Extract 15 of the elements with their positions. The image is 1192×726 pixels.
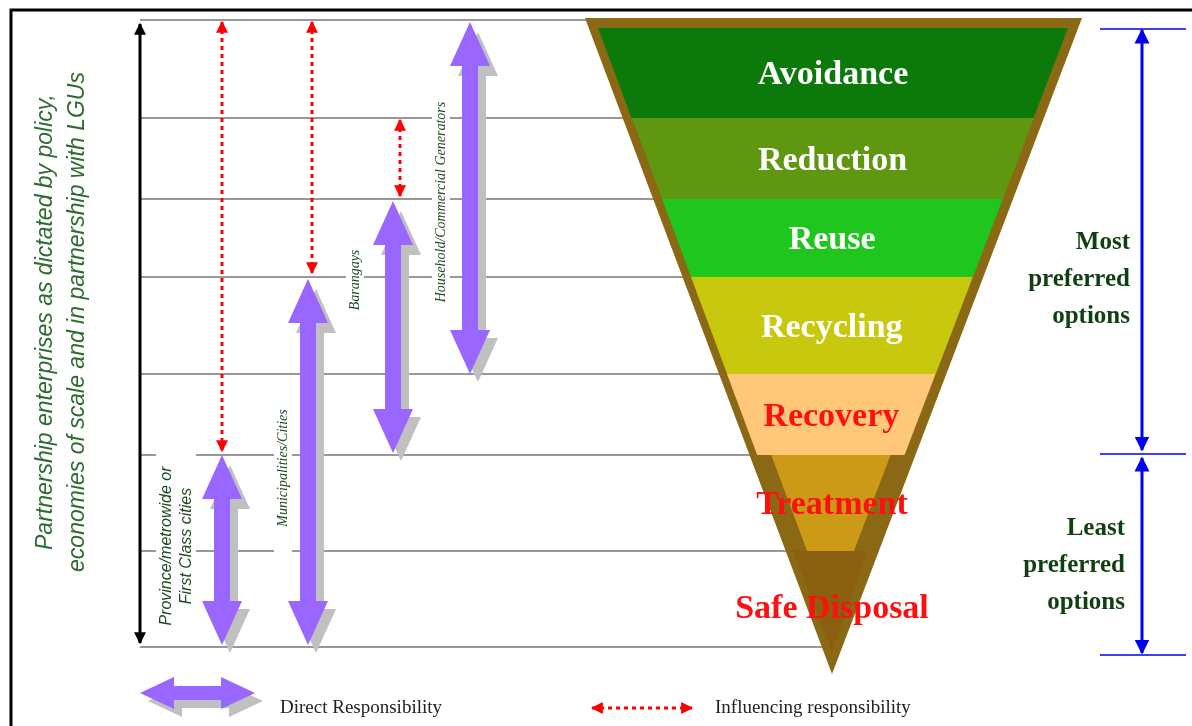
pyramid-band [631,118,1034,199]
band-label: Reduction [756,138,909,179]
pyramid-band [598,28,1068,118]
legend-label: Direct Responsibility [280,696,442,718]
legend-label: Influencing responsibility [715,696,911,718]
band-label: Recovery [762,394,901,435]
pyramid-band [727,374,936,455]
pyramid-band [690,277,973,374]
preference-label: Least preferred options [1022,512,1125,616]
side-note: Partnership enterprises as dictated by policy, economies of scale and in partnership with LGUs [30,71,90,574]
preference-label: Most preferred options [1027,226,1130,330]
band-label: Recycling [759,305,904,346]
band-label: Avoidance [756,53,910,93]
band-label: Reuse [787,218,877,258]
pyramid-band [661,199,1003,277]
